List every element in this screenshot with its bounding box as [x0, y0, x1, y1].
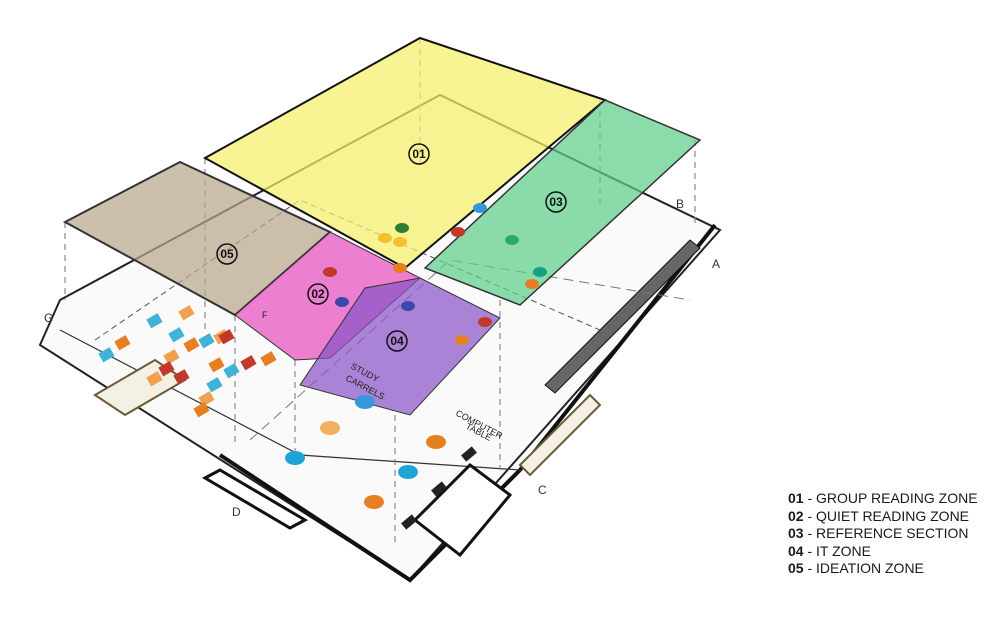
seat-dot	[393, 237, 407, 247]
cube-seat	[146, 313, 163, 329]
seat-dot	[398, 465, 418, 479]
legend-separator: -	[803, 507, 817, 524]
grid-marker-d: D	[232, 505, 241, 519]
seat-dot	[451, 227, 465, 237]
cube-seat	[158, 361, 175, 377]
zone-badge-05: 05	[216, 243, 238, 265]
cube-seat	[114, 335, 131, 351]
seat-dot	[335, 297, 349, 307]
svg-text:01: 01	[412, 147, 426, 161]
legend-separator: -	[803, 560, 817, 576]
cube-seat	[178, 305, 195, 321]
seat-dot	[364, 495, 384, 509]
seat-dot	[320, 421, 340, 435]
zone-03-area	[423, 99, 702, 306]
cube-seat	[223, 363, 240, 379]
seat-dot	[533, 267, 547, 277]
svg-text:03: 03	[549, 195, 563, 209]
grid-marker-a: A	[712, 257, 720, 271]
legend-separator: -	[803, 525, 817, 541]
annex-box-east	[518, 393, 602, 477]
zone-badge-03: 03	[545, 191, 567, 213]
seat-dot	[505, 235, 519, 245]
zone-badges: 01 02 03 04 05	[216, 143, 567, 352]
cube-seat	[206, 377, 223, 393]
legend-number: 03	[788, 525, 804, 541]
seat-dot	[478, 317, 492, 327]
ideation-cubes	[98, 305, 277, 418]
svg-text:04: 04	[390, 334, 404, 348]
seat-dot	[393, 263, 407, 273]
legend-separator: -	[803, 542, 817, 559]
seat-dot	[455, 335, 469, 345]
legend-number: 01	[788, 490, 804, 506]
legend-item: 02 - QUIET READING ZONE	[788, 508, 988, 526]
grid-marker-c: C	[538, 483, 547, 497]
cube-seat	[173, 369, 190, 385]
zone-badge-01: 01	[408, 143, 430, 165]
cube-seat	[208, 357, 225, 373]
seat-dot	[323, 267, 337, 277]
cube-seat	[260, 351, 277, 367]
legend-label: IDEATION ZONE	[816, 560, 924, 576]
legend-separator: -	[803, 490, 817, 506]
svg-text:05: 05	[220, 247, 234, 261]
annex-box-south	[201, 468, 309, 530]
zone-badge-02: 02	[307, 283, 329, 305]
room-f-label: F	[262, 310, 268, 320]
cube-seat	[183, 337, 200, 353]
legend-item: 03 - REFERENCE SECTION	[788, 525, 988, 543]
legend-item: 01 - GROUP READING ZONE	[788, 490, 988, 508]
computer-desk	[431, 481, 447, 497]
legend-label: QUIET READING ZONE	[816, 507, 970, 524]
seat-dot	[285, 451, 305, 465]
cube-seat	[98, 347, 115, 363]
legend-number: 04	[788, 542, 804, 559]
legend-item: 05 - IDEATION ZONE	[788, 560, 988, 578]
cube-seat	[198, 391, 215, 407]
seat-dot	[378, 233, 392, 243]
cube-seat	[163, 349, 180, 365]
stair-hatch	[544, 239, 701, 394]
svg-text:02: 02	[311, 287, 325, 301]
grid-markers: G D C A B	[44, 197, 720, 519]
zone-legend: 01 - GROUP READING ZONE 02 - QUIET READI…	[788, 490, 988, 578]
legend-label: IT ZONE	[816, 542, 871, 559]
cube-seat	[198, 333, 215, 349]
seat-dot	[525, 279, 539, 289]
cube-seat	[218, 329, 235, 345]
legend-label: REFERENCE SECTION	[816, 525, 969, 541]
cube-seat	[168, 327, 185, 343]
legend-label: GROUP READING ZONE	[816, 490, 978, 506]
cube-seat	[193, 402, 210, 418]
cube-seat	[146, 371, 163, 387]
zone-overlays	[62, 36, 702, 416]
annex-box-bottom	[412, 463, 513, 558]
seat-dot	[395, 223, 409, 233]
computer-desk	[401, 514, 417, 530]
zone-badge-04: 04	[386, 330, 408, 352]
plan-partition-2	[94, 199, 601, 341]
grid-marker-g: G	[44, 311, 53, 325]
legend-number: 05	[788, 560, 804, 576]
computer-desk	[461, 446, 477, 462]
seat-dot	[473, 203, 487, 213]
legend-number: 02	[788, 507, 804, 524]
grid-marker-b: B	[676, 197, 684, 211]
cube-seat	[240, 355, 257, 371]
seat-dot	[355, 395, 375, 409]
seat-dot	[426, 435, 446, 449]
furniture-dots	[285, 203, 547, 509]
seat-dot	[401, 301, 415, 311]
legend-item: 04 - IT ZONE	[788, 543, 988, 561]
zone-04-area	[299, 277, 501, 416]
